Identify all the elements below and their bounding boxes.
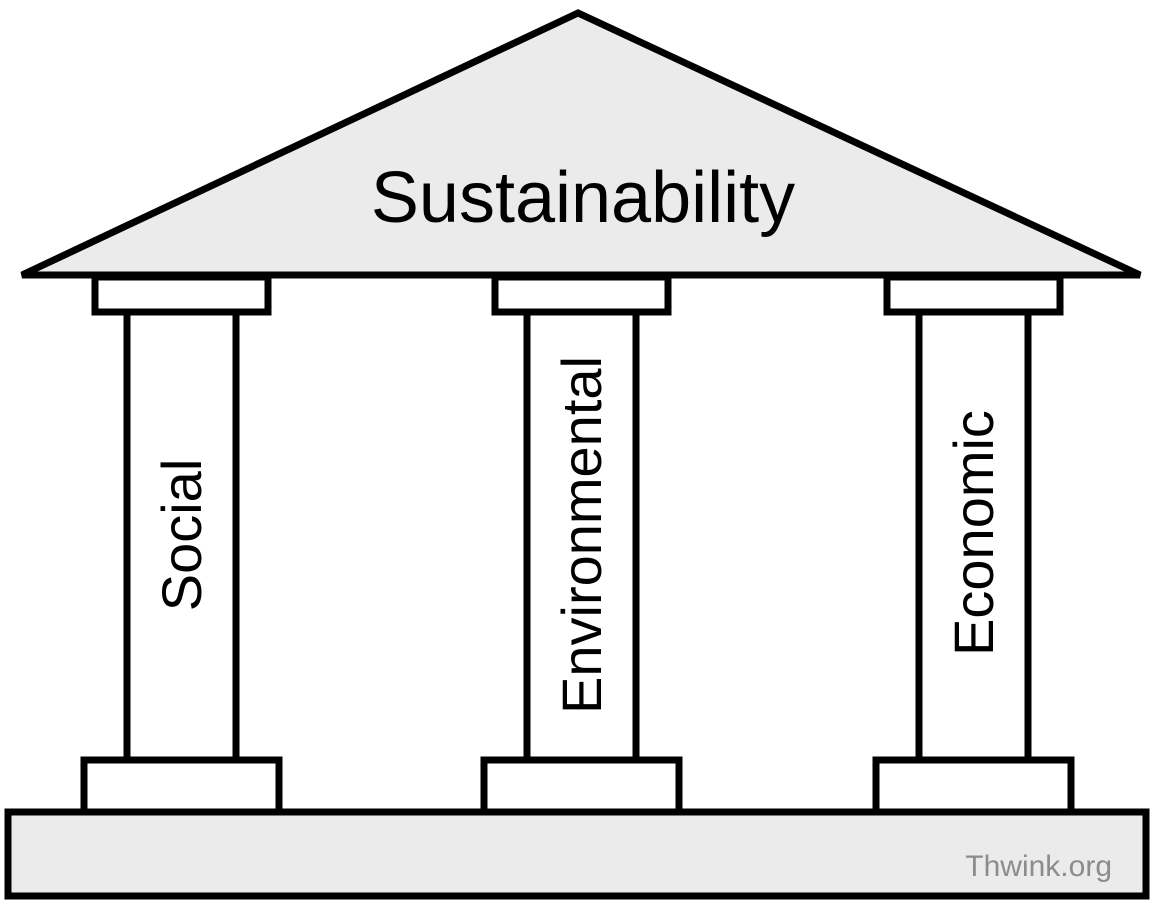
pillar-capital bbox=[91, 273, 272, 316]
pillar-shaft bbox=[523, 308, 640, 764]
pillar-label: Environmental bbox=[550, 356, 613, 714]
pillar-label: Social bbox=[150, 459, 213, 612]
pillar-shaft bbox=[915, 308, 1032, 764]
foundation-base bbox=[4, 808, 1150, 900]
pillar-shaft bbox=[123, 308, 240, 764]
pillar-social: Social bbox=[80, 273, 283, 816]
pillar-environmental: Environmental bbox=[480, 273, 683, 816]
pillar-plinth bbox=[480, 756, 683, 816]
pillar-economic: Economic bbox=[872, 273, 1075, 816]
credit-text: Thwink.org bbox=[965, 850, 1112, 883]
pillar-plinth bbox=[80, 756, 283, 816]
roof-title: Sustainability bbox=[371, 158, 795, 238]
pillar-label: Economic bbox=[942, 410, 1005, 656]
pillar-capital bbox=[883, 273, 1064, 316]
pillar-plinth bbox=[872, 756, 1075, 816]
pillar-capital bbox=[491, 273, 672, 316]
